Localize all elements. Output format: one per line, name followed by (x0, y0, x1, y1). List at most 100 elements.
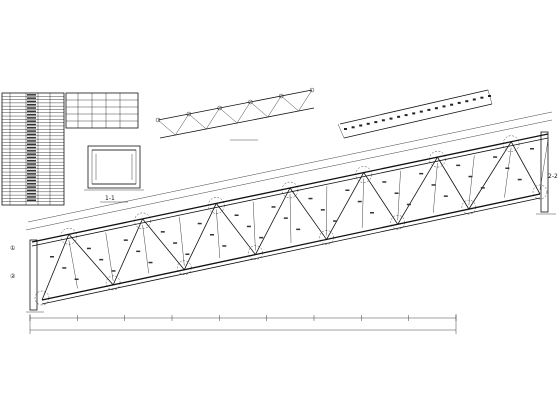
plan-mark (457, 101, 461, 104)
plan-mark (480, 96, 484, 99)
web-diagonal (397, 156, 438, 225)
annotation-mark (456, 164, 461, 167)
annotation-mark (357, 200, 362, 203)
node-circle (208, 197, 225, 214)
annotation-mark (62, 267, 67, 269)
table-cell-mark (27, 166, 36, 169)
plan-mark (472, 98, 476, 101)
annotation-mark (517, 178, 522, 181)
annotation-mark (320, 209, 325, 211)
node-circle (355, 166, 372, 183)
annotation-mark (222, 245, 227, 247)
table-cell-mark (27, 127, 36, 129)
left-detail-b: ② (10, 273, 16, 280)
table-cell-mark (27, 176, 36, 178)
annotation-mark (468, 175, 473, 178)
plan-mark (351, 126, 355, 129)
annotation-mark (296, 228, 301, 231)
annotation-mark (382, 181, 387, 183)
annotation-mark (197, 222, 202, 225)
annotation-mark (419, 172, 424, 175)
annotation-mark (530, 148, 534, 150)
annotation-mark (394, 192, 399, 194)
table-cell-mark (27, 94, 36, 96)
annotation-mark (431, 184, 436, 186)
web-vertical (289, 193, 292, 244)
lower-chord-plan (337, 89, 493, 139)
annotation-mark (148, 261, 153, 264)
annotation-mark (271, 206, 276, 208)
web-vertical (433, 163, 438, 213)
web-diagonal (68, 234, 114, 286)
table-cell-mark (27, 189, 36, 192)
plan-mark (366, 122, 370, 125)
web-diagonal (289, 187, 327, 240)
plan-mark (427, 108, 431, 111)
annotation-mark (246, 225, 251, 228)
plan-node (279, 93, 284, 99)
annotation-mark (160, 231, 165, 233)
table-cell-mark (27, 117, 36, 119)
web-vertical (142, 224, 149, 274)
plan-mark (419, 110, 423, 113)
web-vertical (397, 170, 401, 221)
web-vertical (68, 240, 78, 289)
plan-node (217, 105, 222, 111)
table-cell-mark (27, 120, 36, 122)
plan-mark (434, 107, 438, 110)
web-diagonal (41, 234, 70, 301)
web-diagonal (215, 203, 256, 255)
node-circle (390, 215, 405, 230)
annotation-mark (123, 239, 128, 241)
plan-mark (359, 124, 363, 127)
annotation-mark (111, 270, 116, 272)
web-diagonal (326, 172, 365, 240)
web-diagonal (437, 156, 470, 210)
table-cell-mark (27, 192, 36, 195)
table-cell-mark (27, 156, 36, 159)
web-diagonal (183, 203, 217, 270)
annotation-mark (259, 236, 264, 239)
annotation-mark (480, 187, 485, 189)
node-circle (319, 230, 334, 245)
web-diagonal (363, 172, 399, 225)
node-circle (281, 181, 299, 199)
annotation-mark (136, 250, 141, 253)
annotation-mark (505, 167, 510, 169)
node-circle (105, 275, 121, 291)
table-cell-mark (27, 123, 36, 126)
node-circle (248, 245, 263, 260)
annotation-mark (493, 156, 498, 158)
annotation-mark (370, 212, 374, 214)
annotation-mark (99, 258, 104, 261)
section-detail-1-1: 1-1 (84, 145, 144, 203)
table-cell-mark (27, 133, 36, 136)
annotation-mark (86, 247, 91, 250)
web-diagonal (112, 218, 143, 286)
table-cell-mark (27, 143, 36, 146)
annotation-mark (308, 197, 313, 200)
detail-label: 1-1 (105, 195, 115, 202)
table-cell-mark (27, 107, 36, 109)
plan-node (186, 111, 192, 117)
table-cell-mark (27, 163, 36, 165)
node-circle (177, 260, 192, 275)
plan-mark (389, 117, 393, 120)
plan-mark (488, 95, 491, 97)
annotation-mark (283, 217, 288, 219)
plan-node (248, 99, 253, 105)
annotations (50, 148, 534, 280)
plan-mark (404, 114, 408, 117)
table-cell-mark (27, 179, 36, 182)
plan-mark (397, 115, 401, 118)
web-diagonal (510, 141, 541, 195)
annotation-mark (333, 220, 338, 222)
web-diagonal (255, 187, 291, 255)
table-cell-mark (27, 103, 36, 106)
plan-mark (344, 128, 347, 130)
annotation-mark (50, 256, 54, 258)
plan-mark (374, 121, 378, 124)
web-diagonal (468, 141, 512, 210)
upper-chord-plan (155, 87, 315, 141)
